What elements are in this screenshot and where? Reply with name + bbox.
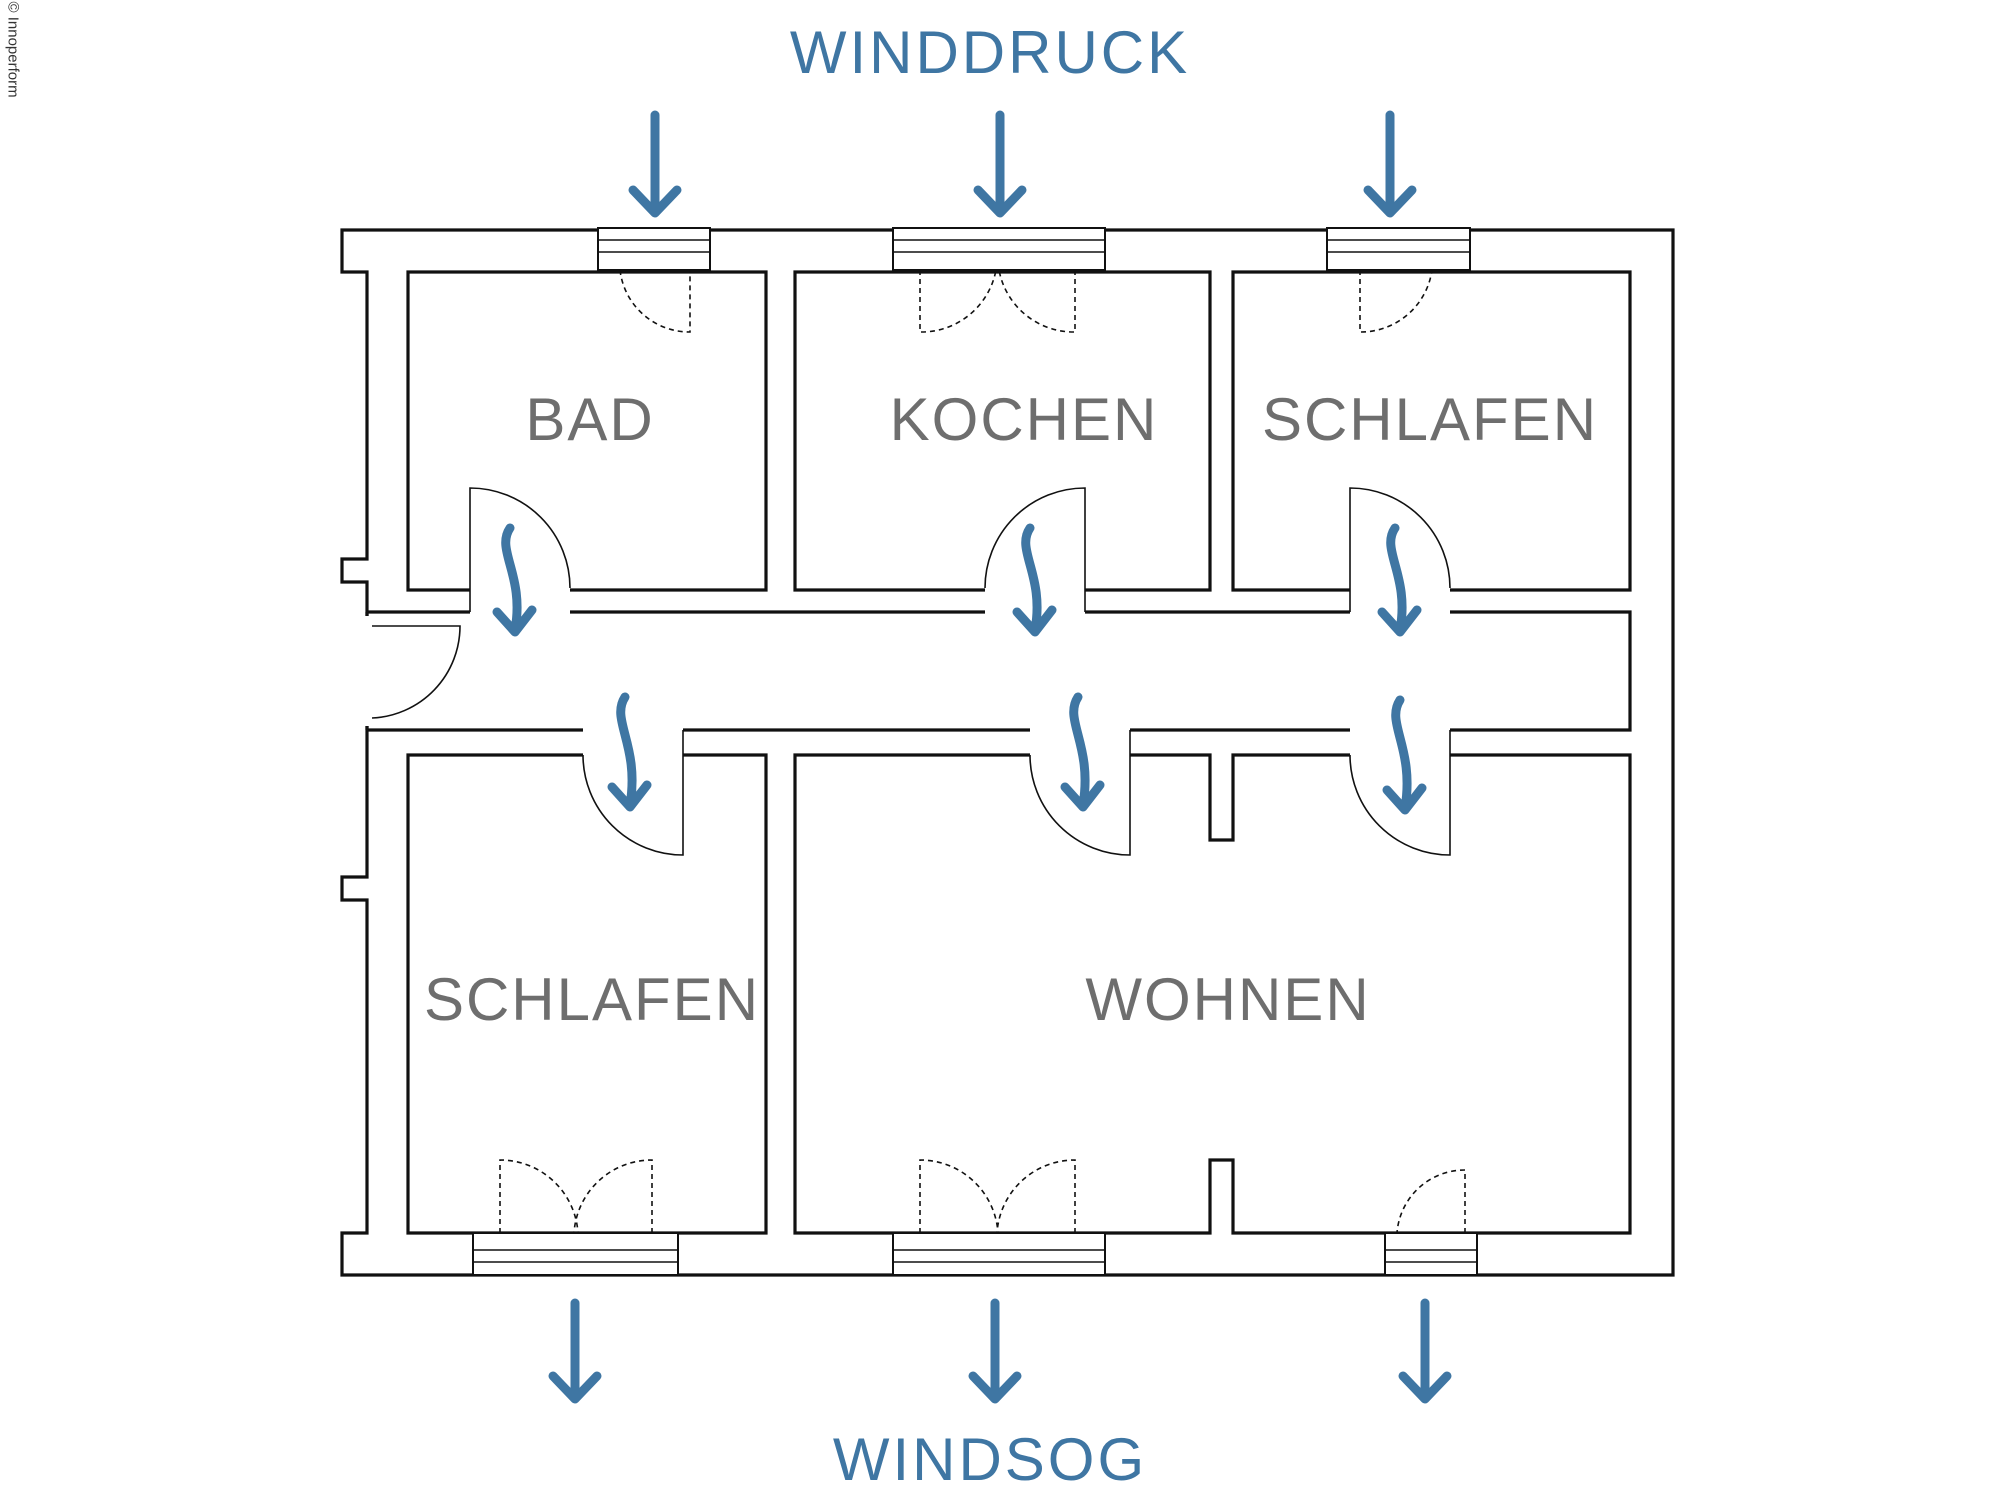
door-schlafen-bottom — [582, 730, 684, 856]
arrow-down-icon — [548, 1298, 602, 1404]
wavy-arrow-icon — [1060, 692, 1105, 812]
arrow-down-icon — [973, 110, 1027, 218]
room-label-schlafen-top: SCHLAFEN — [1262, 386, 1598, 453]
windsog-arrows — [548, 1298, 1452, 1404]
top-window-bad — [597, 227, 711, 333]
room-label-schlafen-bottom: SCHLAFEN — [424, 966, 760, 1033]
winddruck-label: WINDDRUCK — [790, 19, 1190, 86]
arrow-down-icon — [1363, 110, 1417, 218]
arrow-down-icon — [1398, 1298, 1452, 1404]
door-kochen — [984, 487, 1086, 612]
wavy-arrow-icon — [1377, 523, 1422, 637]
corridor-upper-wall — [367, 610, 1632, 732]
wavy-arrow-icon — [1382, 695, 1427, 815]
airflow-arrows — [492, 523, 1427, 815]
outer-wall — [340, 228, 1675, 1277]
room-label-bad: BAD — [525, 386, 654, 453]
bottom-window-wohnen-small — [1384, 1169, 1478, 1276]
winddruck-arrows — [628, 110, 1417, 218]
bottom-window-wohnen — [892, 1159, 1106, 1276]
wavy-arrow-icon — [1012, 523, 1057, 637]
room-label-wohnen: WOHNEN — [1085, 966, 1370, 1033]
arrow-down-icon — [968, 1298, 1022, 1404]
top-window-kochen — [892, 227, 1106, 333]
wohnen-walls — [793, 753, 1632, 1235]
top-window-schlafen — [1326, 227, 1471, 333]
door-schlafen-top — [1349, 487, 1451, 612]
kochen-walls — [793, 270, 1212, 592]
wavy-arrow-icon — [607, 692, 652, 812]
windsog-label: WINDSOG — [833, 1426, 1147, 1493]
entrance-door — [371, 625, 461, 719]
door-wohnen-left — [1029, 730, 1131, 856]
arrow-down-icon — [628, 110, 682, 218]
door-bad — [469, 487, 571, 612]
bottom-window-schlafen — [472, 1159, 679, 1276]
wavy-arrow-icon — [492, 523, 537, 637]
room-label-kochen: KOCHEN — [890, 386, 1159, 453]
door-wohnen-right — [1349, 730, 1451, 856]
bad-walls — [406, 270, 768, 592]
